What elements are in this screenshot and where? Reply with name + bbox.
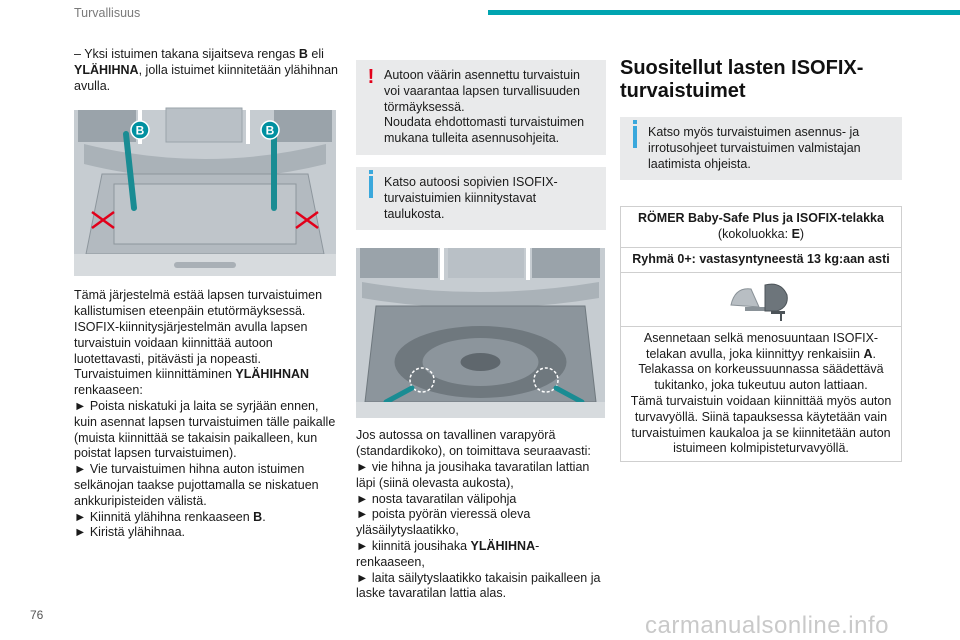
info-text-2: Katso myös turvaistuimen asennus- ja irr…	[648, 125, 861, 171]
info-text: Katso autoosi sopivien ISOFIX-turvaistui…	[384, 174, 558, 221]
step-2: ► Vie turvaistuimen hihna auton istuimen…	[74, 462, 319, 508]
marker-b-left-label: B	[136, 124, 145, 138]
marker-b-left	[130, 120, 150, 141]
seat-name: RÖMER Baby-Safe Plus ja ISOFIX-telakka	[638, 211, 884, 226]
step-e: ► laita säilytyslaatikko takaisin paikal…	[356, 570, 601, 601]
step-1: ► Poista niskatuki ja laita se syrjään e…	[74, 398, 336, 461]
section-title: Turvallisuus	[74, 6, 141, 20]
table-image-cell	[621, 273, 901, 327]
column-3: Suositellut lasten ISOFIX-turvaistuimet …	[620, 57, 902, 463]
step-d: ► kiinnitä jousihaka YLÄHIHNA-renkaaseen…	[356, 538, 540, 569]
marker-b-right	[260, 120, 280, 141]
intro-paragraph: – Yksi istuimen takana sijaitseva rengas…	[74, 47, 339, 93]
paragraph-3: Turvaistuimen kiinnittäminen YLÄHIHNAN r…	[74, 367, 310, 398]
info-icon	[630, 120, 640, 148]
seat-group: Ryhmä 0+: vastasyntyneestä 13 kg:aan ast…	[632, 251, 890, 266]
warning-box: ! Autoon väärin asennettu turvaistuin vo…	[356, 60, 606, 155]
step-3: ► Kiinnitä ylähihna renkaaseen B.	[74, 509, 266, 524]
step-c: ► poista pyörän vieressä oleva yläsäilyt…	[356, 507, 531, 538]
paragraph-spare: Jos autossa on tavallinen varapyörä (sta…	[356, 428, 591, 459]
table-title-cell: RÖMER Baby-Safe Plus ja ISOFIX-telakka (…	[621, 207, 901, 248]
spare-wheel-figure	[356, 242, 605, 419]
trunk-illustration: B B	[74, 104, 336, 277]
paragraph-2: ISOFIX-kiinnitysjärjestelmän avulla laps…	[74, 319, 308, 366]
table-description-cell: Asennetaan selkä menosuuntaan ISOFIX-tel…	[621, 327, 901, 461]
watermark: carmanualsonline.info	[645, 612, 889, 639]
child-seat-image	[730, 283, 788, 322]
paragraph-1: Tämä järjestelmä estää lapsen turvaistui…	[74, 288, 323, 319]
step-a: ► vie hihna ja jousihaka tavaratilan lat…	[356, 459, 590, 490]
page-number: 76	[30, 608, 44, 622]
trunk-top-tether-figure: B B	[74, 104, 336, 277]
desc-2: Telakassa on korkeussuunnassa säädettävä…	[638, 362, 884, 393]
isofix-seat-table: RÖMER Baby-Safe Plus ja ISOFIX-telakka (…	[620, 206, 902, 463]
warning-text-1: Autoon väärin asennettu turvaistuin voi …	[384, 68, 580, 114]
info-box-2: Katso myös turvaistuimen asennus- ja irr…	[620, 117, 902, 181]
header-accent-bar	[488, 10, 960, 15]
desc-1: Asennetaan selkä menosuuntaan ISOFIX-tel…	[643, 330, 879, 361]
section-heading: Suositellut lasten ISOFIX-turvaistuimet	[620, 57, 864, 102]
info-icon	[366, 169, 376, 198]
step-b: ► nosta tavaratilan välipohja	[356, 491, 517, 506]
column-1: – Yksi istuimen takana sijaitseva rengas…	[74, 47, 342, 541]
desc-3: Tämä turvaistuin voidaan kiinnittää myös…	[630, 393, 892, 456]
marker-b-right-label: B	[266, 124, 275, 138]
warning-text-2: Noudata ehdottomasti turvaistuimen mukan…	[384, 115, 585, 146]
info-box: Katso autoosi sopivien ISOFIX-turvaistui…	[356, 166, 606, 231]
step-4: ► Kiristä ylähihnaa.	[74, 525, 186, 540]
table-group-cell: Ryhmä 0+: vastasyntyneestä 13 kg:aan ast…	[621, 248, 901, 273]
warning-exclamation-icon: !	[367, 66, 375, 88]
column-2: ! Autoon väärin asennettu turvaistuin vo…	[356, 60, 606, 602]
spare-wheel-illustration	[356, 242, 605, 419]
seat-class: (kokoluokka: E)	[717, 227, 805, 242]
